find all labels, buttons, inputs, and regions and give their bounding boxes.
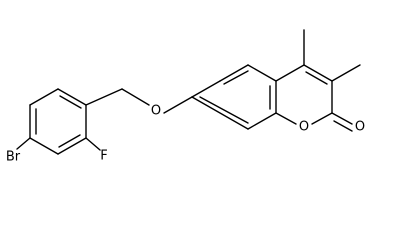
bond	[311, 112, 333, 125]
carbonyl-bond-second	[333, 120, 353, 132]
bond	[247, 112, 277, 130]
double-bond-inner	[199, 96, 249, 124]
bond	[29, 137, 59, 155]
coumarin-benzo-ring	[191, 64, 277, 130]
bond	[191, 80, 221, 98]
bromofluorophenyl-ring	[29, 88, 87, 155]
bond	[29, 88, 59, 106]
double-bond-inner	[305, 71, 328, 85]
bond	[303, 64, 333, 82]
ether-oxygen-label: O	[151, 104, 161, 119]
fluorine-atom-label: F	[100, 149, 107, 164]
o-aryl-bond	[163, 96, 193, 114]
c-f-bond	[85, 137, 101, 151]
ring-oxygen-label: O	[299, 120, 309, 135]
double-bond-inner	[59, 95, 82, 109]
bond	[247, 64, 277, 82]
ch2-o-bond	[121, 88, 150, 106]
carbonyl-oxygen-label: O	[355, 120, 365, 135]
bond	[57, 137, 87, 155]
methyl-3-bond	[331, 64, 361, 82]
c-br-bond	[16, 137, 31, 150]
double-bond-inner	[58, 134, 81, 148]
bond	[191, 96, 249, 130]
pyranone-ring	[275, 64, 333, 125]
bromine-atom-label: Br	[6, 150, 21, 165]
bond	[57, 88, 87, 106]
double-bond-inner	[223, 70, 249, 85]
bond	[219, 64, 249, 82]
benzyl-ch2-bond	[85, 88, 123, 106]
molecule-diagram: Br F O O O	[5, 29, 366, 165]
bond	[275, 64, 305, 82]
bond	[275, 112, 297, 125]
skeletal-structure: Br F O O O	[6, 29, 365, 165]
carbonyl-bond	[331, 112, 353, 125]
